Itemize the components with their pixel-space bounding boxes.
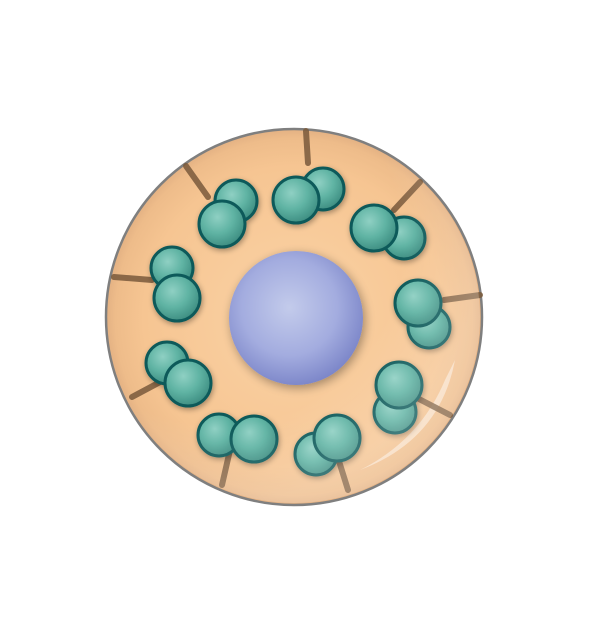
cell-rim-shine	[108, 131, 480, 503]
